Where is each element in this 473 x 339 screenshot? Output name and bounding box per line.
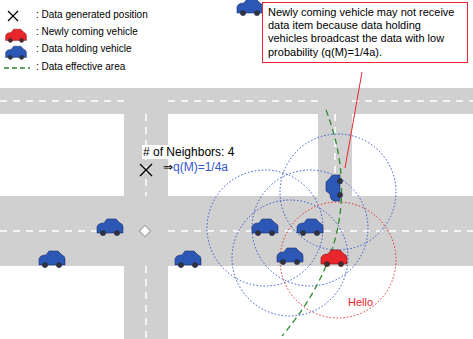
- callout-text: Newly coming vehicle may not receive dat…: [268, 6, 462, 59]
- legend-text: : Data effective area: [36, 61, 125, 72]
- probability-value: q(M)=1/4a: [173, 160, 228, 174]
- hello-message: Hello: [348, 296, 373, 308]
- data-generated-marker: [140, 164, 152, 176]
- road: [0, 88, 473, 339]
- callout-box: Newly coming vehicle may not receive dat…: [262, 2, 468, 63]
- callout-leader: [345, 72, 362, 168]
- legend-text: : Newly coming vehicle: [36, 26, 138, 37]
- intersection-diamond: [139, 225, 150, 236]
- newly-coming-vehicle: [321, 250, 347, 267]
- neighbor-count: # of Neighbors: 4: [142, 145, 235, 159]
- implies-symbol: ⇒: [163, 160, 173, 174]
- radio-range: [207, 134, 396, 316]
- legend-text: : Data generated position: [36, 9, 148, 20]
- legend-text: : Data holding vehicle: [36, 43, 132, 54]
- effective-area-boundary: [282, 110, 342, 336]
- lane-marking: [0, 101, 473, 339]
- probability-line: ⇒q(M)=1/4a: [163, 160, 228, 174]
- legend-symbols: [0, 2, 235, 78]
